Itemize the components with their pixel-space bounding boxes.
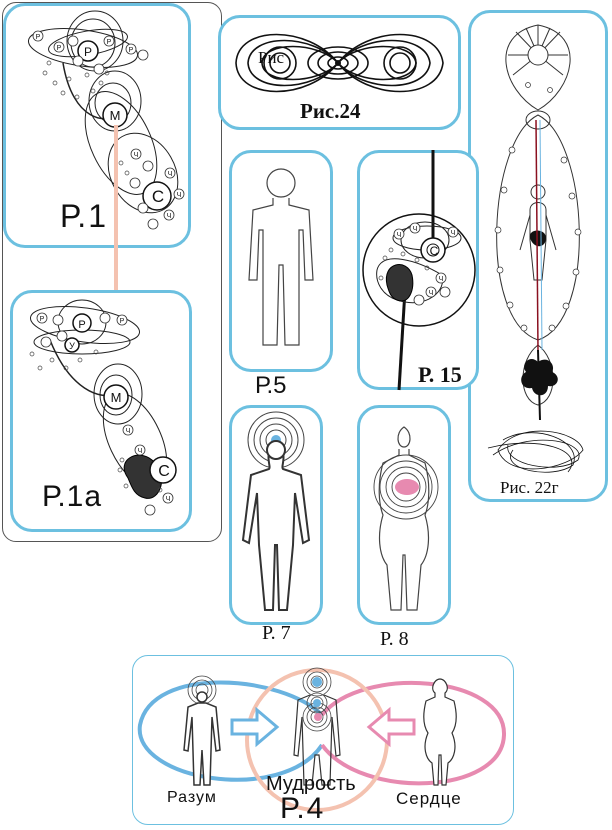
p24-label: Рис.24 [300,99,361,123]
figure-p1-diagram: Р М С Р Р Р Р Ч Ч Ч Ч [27,10,185,230]
p1-spirit-glyph: Р [84,45,92,59]
p1-small-feeling-glyph: Ч [167,213,172,220]
p4-label: Р.4 [280,792,326,825]
p1a-small-feeling-glyph: Ч [138,448,143,455]
p7-label: Р. 7 [262,622,291,644]
figure-p1a-diagram: Р У М С Ч Ч Ч Р Р [29,299,177,516]
p1a-small-feeling-glyph: Ч [126,428,131,435]
p15-label: Р. 15 [418,362,462,387]
figure-p7-silhouette [241,411,311,611]
p1a-mind-glyph: М [111,390,122,405]
panel-p22g [468,10,608,502]
p1a-spirit-glyph: Р [78,319,85,331]
panel-p5 [229,150,333,372]
p1a-small-spirit-glyph: Р [120,318,125,325]
panel-p8 [357,405,451,625]
p15-small-feeling-glyph: Ч [429,290,434,297]
p4-heart-label: Сердце [396,789,462,808]
p1-small-spirit-glyph: Р [107,39,112,46]
p15-small-feeling-glyph: Ч [413,226,418,233]
p1-label: Р.1 [60,198,108,234]
figure-p4-diagram [137,667,507,812]
p1a-label: Р.1а [42,480,103,513]
p4-wisdom-label: Мудрость [266,773,356,795]
figure-p24-diagram [235,33,444,93]
p1-small-feeling-glyph: Ч [177,192,182,199]
p8-label: Р. 8 [380,628,409,650]
p1a-will-glyph: У [69,341,75,351]
p1a-small-spirit-glyph: Р [40,316,45,323]
p15-small-feeling-glyph: Ч [451,230,456,237]
figure-p15-diagram: С Ч Ч Ч Ч Ч [362,150,476,391]
p15-soul-glyph: С [430,244,439,258]
p1-small-spirit-glyph: Р [36,34,41,41]
p1-small-feeling-glyph: Ч [134,152,139,159]
p4-mind-label: Разум [167,789,217,806]
p1a-soul-glyph: С [158,463,170,480]
p15-small-feeling-glyph: Ч [397,232,402,239]
p1-mind-glyph: М [110,108,121,123]
p1-small-spirit-glyph: Р [57,45,62,52]
p1-soul-glyph: С [152,187,164,206]
left-column-frame [2,2,222,542]
figure-p22g-diagram [487,24,584,473]
p5-label: Р.5 [255,372,287,399]
panel-p1a [10,290,192,532]
p15-small-feeling-glyph: Ч [439,276,444,283]
figure-p5-silhouette [248,168,314,346]
p1-small-spirit-glyph: Р [129,47,134,54]
p15-dark-paisley [385,264,414,302]
p1a-small-feeling-glyph: Ч [166,496,171,503]
p1-small-feeling-glyph: Ч [168,171,173,178]
figure-p8-silhouette [373,426,439,611]
panel-p24 [218,15,461,130]
p22g-label: Рис. 22г [500,478,559,497]
p24-overlap-label: Рис [258,48,285,67]
